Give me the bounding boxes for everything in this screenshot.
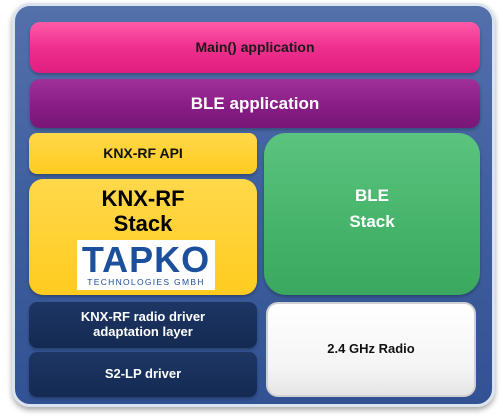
tapko-logo: TAPKO TECHNOLOGIES GMBH <box>77 240 215 290</box>
knx-rf-stack-layer: KNX-RF Stack TAPKO TECHNOLOGIES GMBH <box>29 179 257 295</box>
knx-rf-api-label: KNX-RF API <box>103 145 183 162</box>
s2-lp-driver-label: S2-LP driver <box>104 366 182 382</box>
main-application-label: Main() application <box>195 39 315 56</box>
knx-rf-api-layer: KNX-RF API <box>29 133 257 174</box>
ble-application-layer: BLE application <box>30 79 480 128</box>
s2-lp-driver-layer: S2-LP driver <box>29 352 257 397</box>
knx-rf-radio-driver-layer: KNX-RF radio driver adaptation layer <box>29 302 257 348</box>
knx-rf-stack-label-line1: KNX-RF <box>101 186 185 211</box>
radio-24ghz-label: 2.4 GHz Radio <box>327 341 415 357</box>
tapko-logo-word: TAPKO <box>81 238 211 280</box>
radio-24ghz-layer: 2.4 GHz Radio <box>266 302 476 397</box>
knx-rf-stack-label-line2: Stack <box>113 211 173 237</box>
tapko-logo-tagline: TECHNOLOGIES GMBH <box>87 276 205 287</box>
ble-stack-layer: BLE Stack <box>264 133 480 295</box>
ble-application-label: BLE application <box>190 93 320 113</box>
radio-driver-label-line1: KNX-RF radio driver <box>80 309 206 325</box>
radio-driver-label-line2: adaptation layer <box>93 324 193 339</box>
ble-stack-label-line2: Stack <box>349 212 395 231</box>
main-application-layer: Main() application <box>30 22 480 73</box>
ble-stack-label-line1: BLE <box>355 186 389 206</box>
